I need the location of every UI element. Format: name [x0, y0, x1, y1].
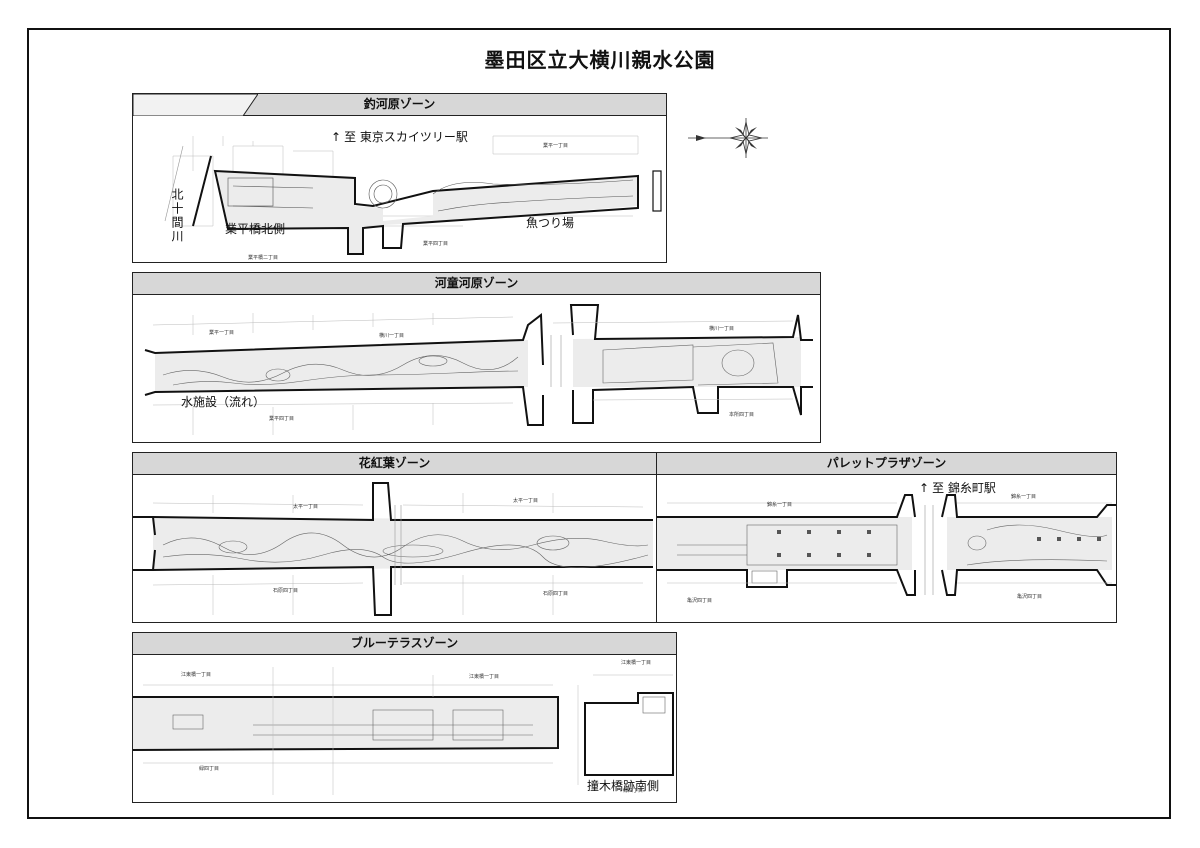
- page-title: 墨田区立大横川親水公園: [484, 48, 716, 72]
- street-label: 太平一丁目: [513, 498, 539, 504]
- street-label: 業平一丁目: [209, 330, 235, 336]
- zone-title: 河童河原ゾーン: [434, 276, 519, 290]
- water-feature-label: 水施設（流れ）: [181, 395, 266, 409]
- zone-header: 河童河原ゾーン: [133, 273, 820, 295]
- street-label: 錦糸一丁目: [1011, 494, 1037, 500]
- street-label: 江東橋一丁目: [621, 660, 652, 666]
- zone-panel-hanamomiji: 花紅葉ゾーン 太平一丁目 太平一丁目 石: [132, 452, 657, 623]
- bridge-label: 業平橋北側: [225, 222, 286, 236]
- zone-title: パレットプラザゾーン: [826, 456, 947, 470]
- zone-map: 撞木橋跡南側 竪川 江東橋一丁目 江東橋一丁目 江東橋一丁目 緑四丁目 緑四丁目: [133, 655, 676, 802]
- street-label: 業平四丁目: [423, 241, 449, 247]
- zone-map: 至 錦糸町駅 錦糸一丁目 錦糸一丁目 亀沢四丁目 亀沢四丁目: [657, 475, 1116, 622]
- zone-map: 水施設（流れ） 業平一丁目 横川一丁目 横川一丁目 業平四丁目 本所四丁目: [133, 295, 820, 442]
- zone-panel-paletteplaza: パレットプラザゾーン: [656, 452, 1117, 623]
- zone-panel-blueterrace: ブルーテラスゾーン 撞木橋跡南側 竪川 江東橋一丁目 江東橋一丁目 江東橋: [132, 632, 677, 803]
- zone-header: 花紅葉ゾーン: [133, 453, 656, 475]
- compass-rose-icon: [688, 118, 768, 158]
- street-label: 江東橋一丁目: [181, 672, 212, 678]
- street-label: 業平四丁目: [269, 416, 295, 422]
- zone-map: 太平一丁目 太平一丁目 石原四丁目 石原四丁目: [133, 475, 656, 622]
- zone-title: 釣河原ゾーン: [363, 97, 436, 111]
- fishing-label: 魚つり場: [526, 216, 575, 230]
- zone-title: 花紅葉ゾーン: [358, 456, 431, 470]
- street-label: 業平橋二丁目: [248, 255, 279, 261]
- street-label: 本所四丁目: [729, 412, 755, 418]
- zone-header: 釣河原ゾーン: [133, 94, 666, 116]
- street-label: 錦糸一丁目: [767, 502, 793, 508]
- street-label: 亀沢四丁目: [1017, 594, 1043, 600]
- street-label: 亀沢四丁目: [687, 598, 713, 604]
- street-label: 緑四丁目: [623, 788, 644, 794]
- street-label: 石原四丁目: [273, 588, 299, 594]
- zone-header: パレットプラザゾーン: [657, 453, 1116, 475]
- zone-map: 至 東京スカイツリー駅 業平橋北側 魚つり場 北十間川 業平一丁目 業平橋二丁目…: [133, 116, 666, 262]
- street-label: 横川一丁目: [709, 326, 735, 332]
- direction-label: 至 錦糸町駅: [919, 479, 996, 496]
- bridge-label: 撞木橋跡南側: [587, 779, 660, 793]
- direction-label: 至 東京スカイツリー駅: [331, 128, 468, 145]
- zone-header: ブルーテラスゾーン: [133, 633, 676, 655]
- street-label: 業平一丁目: [543, 143, 569, 149]
- street-label: 緑四丁目: [199, 766, 220, 772]
- street-label: 太平一丁目: [293, 504, 319, 510]
- map-frame: [27, 28, 1171, 819]
- zone-panel-tsurikawara: 釣河原ゾーン 至 東京スカイツリー駅: [132, 93, 667, 263]
- zone-title: ブルーテラスゾーン: [350, 636, 459, 650]
- street-label: 横川一丁目: [379, 333, 405, 339]
- zone-panel-kappakawara: 河童河原ゾーン: [132, 272, 821, 443]
- street-label: 江東橋一丁目: [469, 674, 500, 680]
- river-label: 北十間川: [170, 188, 184, 244]
- street-label: 石原四丁目: [543, 591, 569, 597]
